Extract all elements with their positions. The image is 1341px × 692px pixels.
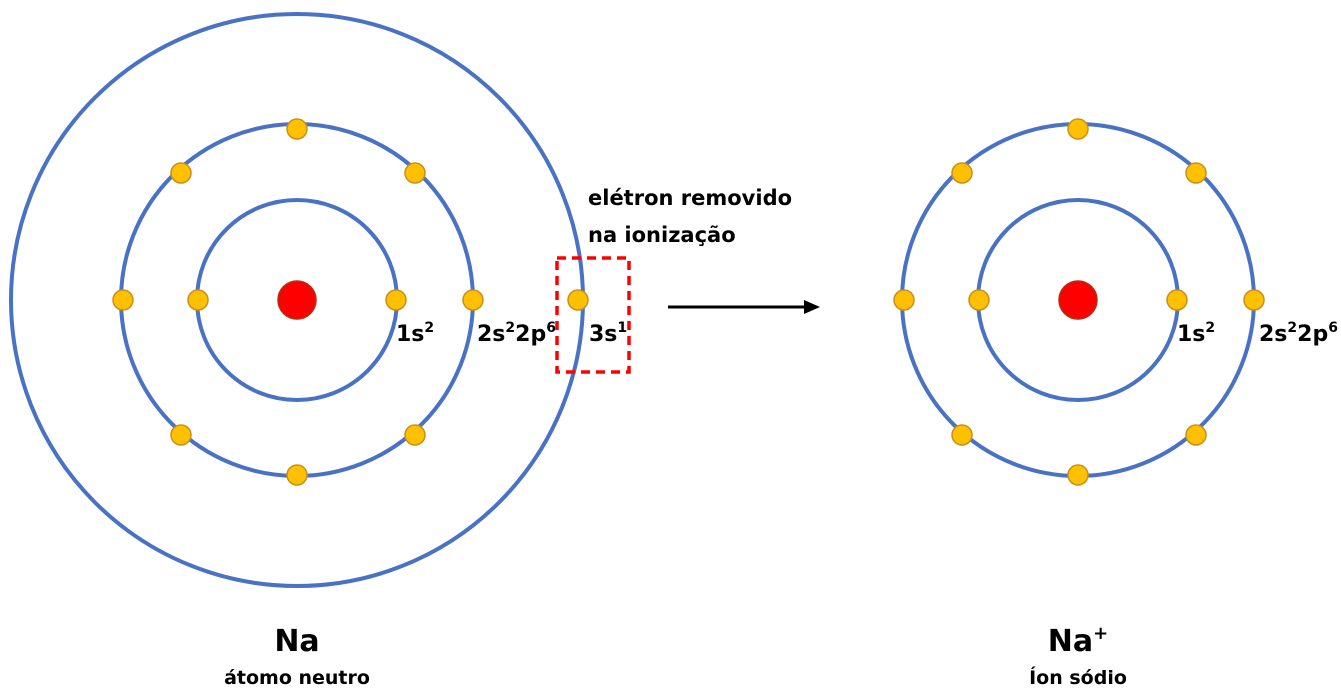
atom-electron-shell2-right [462, 289, 484, 311]
ion-electron-shell2-top-right [1185, 162, 1207, 184]
ion-symbol: Na+ [1048, 623, 1108, 659]
atom-electron-shell3-valence [567, 289, 589, 311]
sodium-ion: 1s2 2s22p6 Na+ Íon sódio [893, 118, 1338, 689]
neutral-atom: 1s2 2s22p6 3s1 Na átomo neutro [9, 12, 631, 689]
atom-electron-shell1-left [187, 289, 209, 311]
ion-electron-shell2-right [1243, 289, 1265, 311]
ion-shell1-config-label: 1s2 [1177, 320, 1215, 347]
atom-symbol: Na [274, 624, 319, 659]
ion-shell2-config-label: 2s22p6 [1259, 320, 1338, 347]
ion-caption: Íon sódio [1029, 666, 1127, 689]
atom-shell2-config-label: 2s22p6 [477, 320, 556, 347]
atom-electron-shell2-top [286, 118, 308, 140]
ion-electron-shell2-top-left [951, 162, 973, 184]
atom-electron-shell2-left [112, 289, 134, 311]
atom-nucleus [277, 280, 317, 320]
removed-electron-highlight-box [555, 256, 631, 374]
atom-shell1-config-label: 1s2 [396, 320, 434, 347]
ionization-annotation: elétron removido na ionização [588, 186, 792, 247]
ion-nucleus [1058, 280, 1098, 320]
ion-electron-shell2-bottom [1067, 464, 1089, 486]
ion-electron-shell2-top [1067, 118, 1089, 140]
ion-electron-shell1-left [968, 289, 990, 311]
atom-electron-shell1-right [385, 289, 407, 311]
reaction-arrow [668, 300, 820, 314]
annotation-line-1: elétron removido [588, 186, 792, 210]
atom-shell3-config-label: 3s1 [589, 320, 627, 347]
atom-electron-shell2-top-left [170, 162, 192, 184]
atom-caption: átomo neutro [224, 667, 370, 689]
atom-electron-shell2-bottom [286, 464, 308, 486]
reaction-arrow-head-icon [804, 300, 820, 314]
ion-electron-shell2-bottom-left [951, 424, 973, 446]
atom-electron-shell2-bottom-left [170, 424, 192, 446]
annotation-line-2: na ionização [588, 223, 736, 247]
ion-electron-shell1-right [1166, 289, 1188, 311]
atom-electron-shell2-bottom-right [404, 424, 426, 446]
ion-electron-shell2-left [893, 289, 915, 311]
atom-electron-shell2-top-right [404, 162, 426, 184]
ion-electron-shell2-bottom-right [1185, 424, 1207, 446]
